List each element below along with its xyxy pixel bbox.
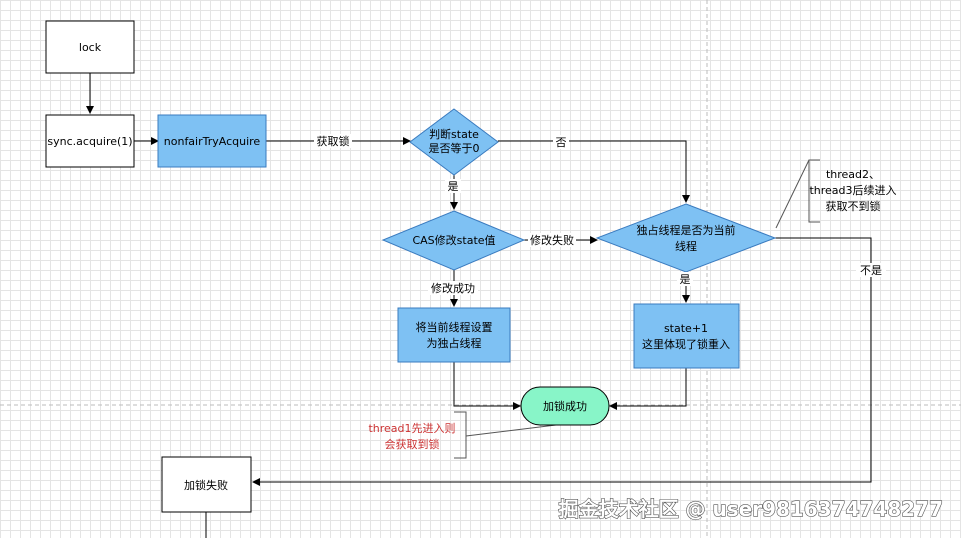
node-set-owner-label-1: 将当前线程设置 — [416, 320, 493, 334]
node-judge-state — [409, 108, 499, 176]
node-state-inc-label-1: state+1 — [664, 322, 708, 335]
edge-judge-no — [498, 140, 690, 203]
node-lock — [45, 20, 135, 74]
node-lock-success — [520, 386, 610, 426]
edge-label-bg-modify-success — [428, 281, 478, 295]
node-nonfair-try-acquire-label: nonfairTryAcquire — [164, 135, 261, 148]
node-set-owner-label-2: 为独占线程 — [427, 336, 482, 350]
node-exclusive-check-label-1: 独占线程是否为当前 — [637, 223, 736, 237]
node-sync-acquire — [45, 114, 135, 168]
node-set-owner — [397, 307, 511, 363]
edge-label-bg-yes-2 — [677, 272, 693, 286]
watermark-text: 掘金技术社区 @ user9816374748277 — [559, 497, 943, 521]
node-lock-success-label: 加锁成功 — [543, 399, 587, 413]
annotation-connector-thread1 — [465, 424, 557, 437]
edge-label-bg-modify-fail — [528, 233, 576, 247]
edge-label-bg-not-yes — [856, 263, 886, 277]
node-judge-state-label-1: 判断state — [429, 127, 479, 141]
node-exclusive-check — [595, 203, 777, 273]
edge-label-bg-no — [553, 135, 569, 149]
edge-setowner-to-success — [453, 362, 521, 410]
annotation-connector-thread23 — [775, 159, 810, 229]
node-state-inc — [633, 303, 740, 369]
node-lock-label: lock — [79, 41, 102, 54]
edge-label-yes-1: 是 — [448, 180, 459, 193]
annotation-thread23-line-2: thread3后续进入 — [809, 183, 896, 197]
edge-label-yes-2: 是 — [680, 273, 691, 286]
node-lock-fail-label: 加锁失败 — [184, 478, 228, 492]
node-judge-state-label-2: 是否等于0 — [429, 141, 480, 155]
edge-label-not-yes: 不是 — [860, 264, 882, 277]
edge-label-bg-yes-1 — [445, 179, 461, 193]
annotation-thread23-line-1: thread2、 — [826, 168, 880, 181]
edge-label-modify-success: 修改成功 — [431, 281, 475, 295]
annotation-thread1-line-1: thread1先进入则 — [368, 422, 455, 435]
node-state-inc-label-2: 这里体现了锁重入 — [642, 337, 730, 351]
edge-exclusive-not — [252, 237, 872, 486]
node-sync-acquire-label: sync.acquire(1) — [47, 135, 132, 148]
edge-label-get-lock: 获取锁 — [317, 134, 350, 148]
edge-label-no: 否 — [556, 136, 567, 149]
node-nonfair-try-acquire — [157, 114, 267, 168]
node-cas-modify — [381, 210, 526, 271]
edge-label-modify-fail: 修改失败 — [530, 233, 574, 247]
node-lock-fail — [161, 456, 252, 513]
edge-stateinc-to-success — [609, 368, 687, 410]
node-exclusive-check-label-2: 线程 — [675, 239, 697, 253]
node-cas-modify-label: CAS修改state值 — [412, 233, 495, 247]
annotation-thread23-line-3: 获取不到锁 — [826, 199, 881, 213]
edge-label-bg-get-lock — [314, 134, 352, 148]
annotation-bracket-thread1 — [454, 411, 467, 459]
annotation-bracket-thread23 — [808, 159, 820, 223]
annotation-thread1-line-2: 会获取到锁 — [385, 437, 440, 451]
